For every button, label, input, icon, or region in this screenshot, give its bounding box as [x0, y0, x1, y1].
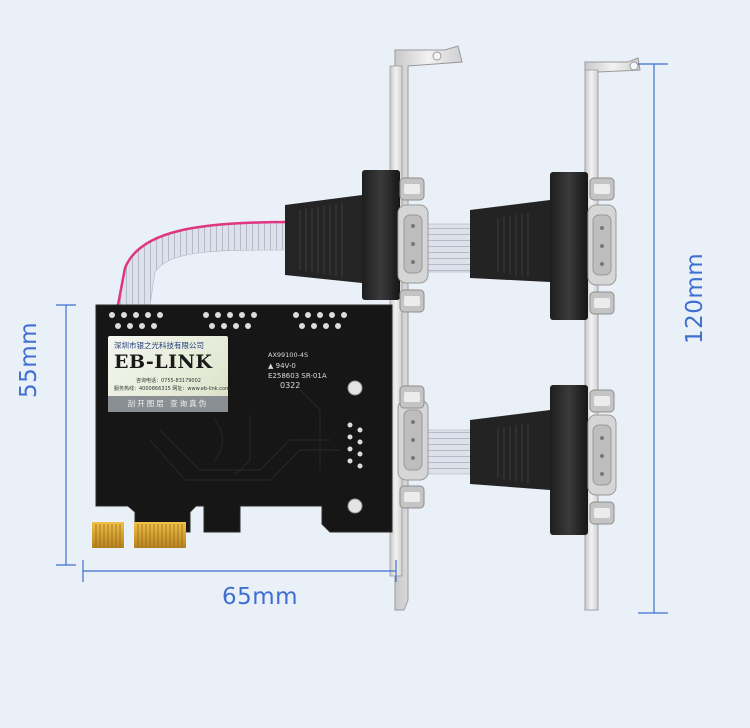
- rating-mark: ▲ 94V-0: [268, 362, 296, 370]
- company-name: 深圳市银之光科技有限公司: [114, 341, 204, 350]
- front-bracket: [389, 45, 463, 611]
- hotline-text: 咨询电话：0755-83179002: [136, 378, 201, 384]
- dimension-120mm: [638, 63, 668, 614]
- db9-connector: [285, 170, 429, 313]
- db9-connector: [470, 172, 617, 320]
- brand-sticker: 深圳市银之光科技有限公司 EB-LINK 咨询电话：0755-83179002 …: [108, 336, 230, 412]
- db9-connector: [470, 385, 617, 535]
- dimension-label-120mm: 120mm: [682, 252, 708, 344]
- dimension-65mm: [82, 560, 397, 582]
- service-text: 服务热线：4000866315 网址：www.eb-link.com: [114, 386, 230, 392]
- chip-model: AX99100-4S: [268, 351, 309, 359]
- rear-bracket: [584, 57, 641, 611]
- cert-mark: E258603 SR-01A: [268, 372, 327, 380]
- anti-fake-strip: 刮开图层 查询真伪: [108, 396, 228, 412]
- dimension-label-65mm: 65mm: [222, 584, 299, 610]
- dimension-label-55mm: 55mm: [16, 321, 42, 398]
- brand-logo-text: EB-LINK: [114, 351, 213, 373]
- date-code: 0322: [280, 381, 301, 390]
- dimension-55mm: [56, 304, 76, 566]
- db9-connector: [397, 385, 429, 509]
